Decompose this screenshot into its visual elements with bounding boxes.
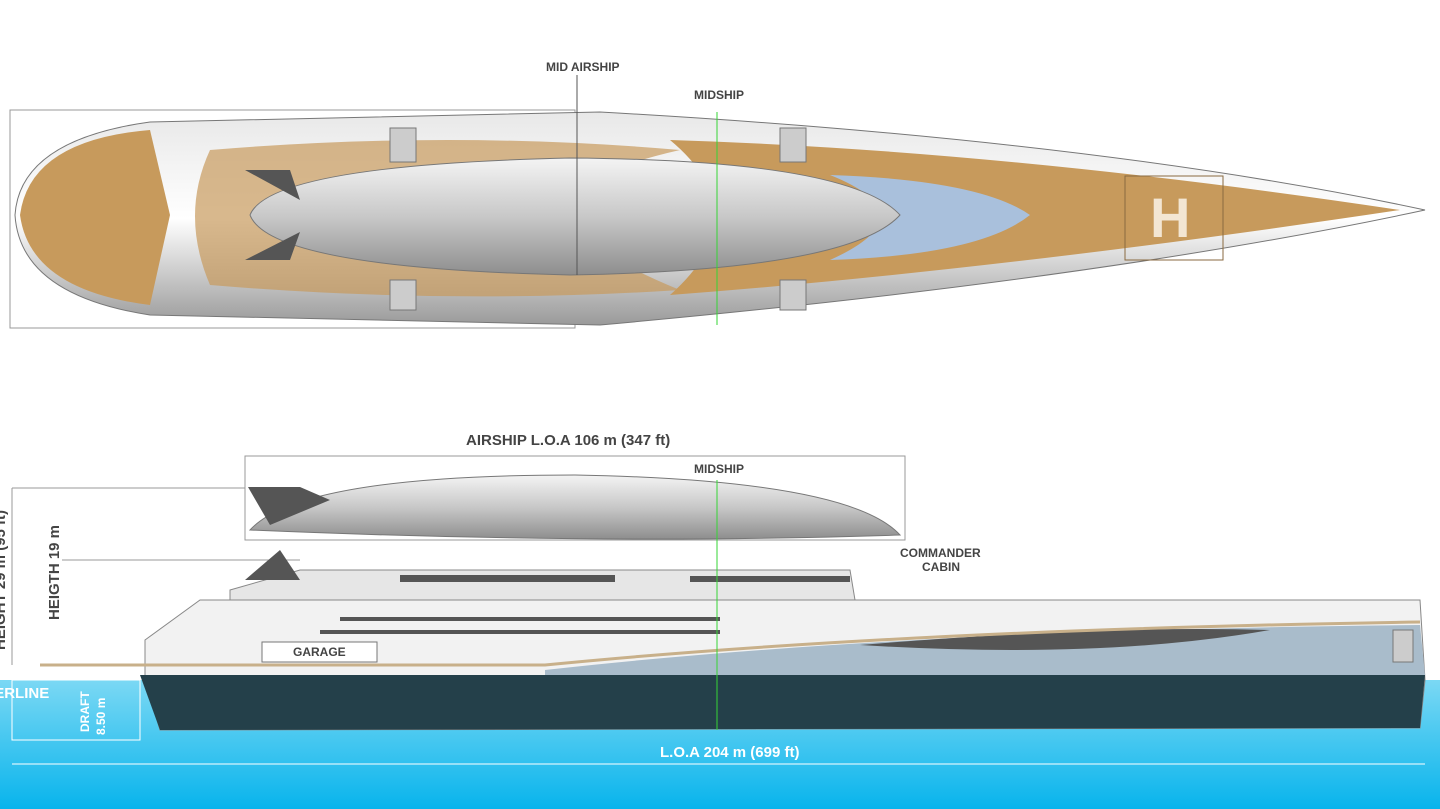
height-total-label: HEIGHT 29 m (95 ft) (0, 509, 9, 650)
pool (830, 175, 1030, 260)
garage-box (261, 641, 378, 663)
height-hull-label: HEIGTH 19 m (46, 524, 63, 620)
garage-label: GARAGE (293, 645, 346, 659)
hull-below-waterline (140, 675, 1425, 730)
airship-fins (245, 170, 300, 260)
side-airship (248, 474, 902, 540)
draft-label: DRAFT (78, 691, 92, 732)
mid-airship-label: MID AIRSHIP (546, 60, 620, 74)
airship-loa-label: AIRSHIP L.O.A 106 m (347 ft) (466, 432, 671, 449)
midship-label-side: MIDSHIP (694, 462, 745, 476)
airship-loa-frame (244, 455, 906, 541)
draft-value: 8.50 m (94, 697, 108, 735)
helipad-letter: H (1150, 186, 1191, 249)
helipad (1124, 175, 1224, 261)
stern-deck (20, 130, 170, 305)
cabin-label: CABIN (922, 560, 960, 574)
superstructure (229, 569, 856, 601)
waterline-label: WATERLINE (0, 685, 50, 702)
commander-label: COMMANDER (900, 546, 981, 560)
top-view (9, 75, 1426, 329)
midship-label-top: MIDSHIP (694, 88, 745, 102)
loa-label: L.O.A 204 m (699 ft) (660, 744, 800, 761)
top-airship (249, 157, 901, 276)
windows (320, 617, 720, 634)
commander-cabin-label: COMMANDER CABIN (900, 546, 981, 574)
side-view (0, 455, 1440, 809)
